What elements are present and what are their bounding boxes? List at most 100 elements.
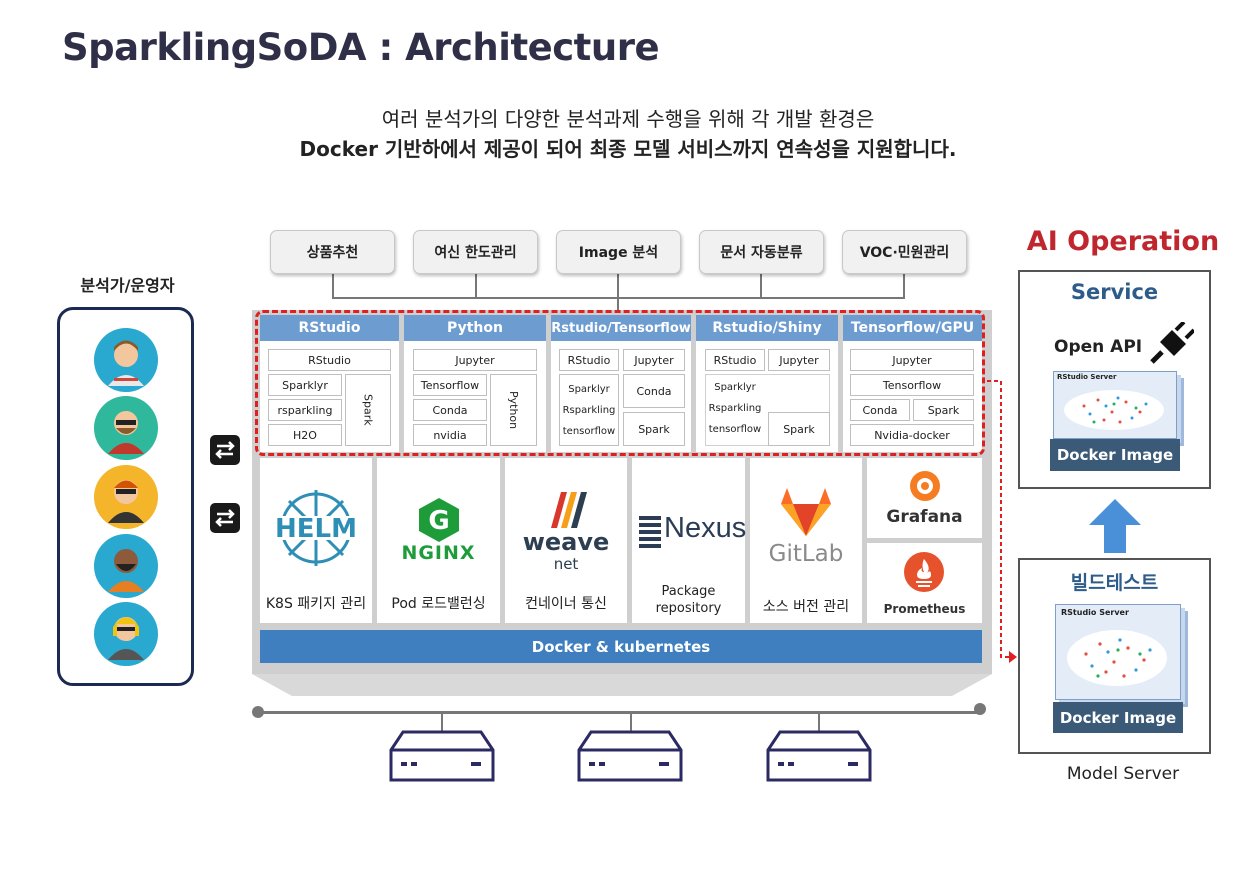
server-screen: RStudio Server (1053, 371, 1177, 439)
tool-jupyter: Jupyter (850, 349, 974, 371)
tool-python-label: Python (507, 390, 520, 430)
connector (760, 272, 762, 298)
deploy-arrow (987, 380, 1017, 663)
env-tensorflow-gpu: Tensorflow/GPU Jupyter Tensorflow Conda … (843, 315, 982, 452)
env-header: Tensorflow/GPU (843, 315, 982, 341)
tool-spark: Spark (768, 412, 830, 446)
env-header: Rstudio/Tensorflow (551, 315, 691, 341)
gitlab-card: GitLab 소스 버전 관리 (750, 458, 862, 623)
weave-logo: weave (522, 528, 610, 556)
tool-spark-label: Spark (361, 394, 375, 426)
tool-sparklyr: Sparklyr (568, 383, 610, 395)
tool-h2o: H2O (268, 424, 342, 446)
server-icon (389, 730, 495, 782)
helm-logo: HELM (275, 514, 357, 544)
grafana-card: Grafana (867, 458, 982, 538)
tool-stack: Sparklyr Rsparkling tensorflow (559, 374, 619, 446)
connector (475, 272, 477, 298)
network-node (252, 706, 264, 718)
tool-conda: Conda (623, 374, 685, 408)
server-connector (441, 713, 443, 733)
analyst-avatar[interactable] (94, 602, 158, 666)
tool-rstudio: RStudio (268, 349, 391, 371)
nginx-hexagon-icon: G (419, 498, 459, 542)
tool-sparklyr: Sparklyr (714, 382, 756, 393)
helm-wheel-icon (278, 490, 354, 566)
plug-icon (1150, 322, 1194, 364)
nginx-card: G NGINX Pod 로드밸런싱 (377, 458, 500, 623)
user-icon (108, 340, 144, 386)
grafana-icon (910, 471, 940, 501)
tool-jupyter: Jupyter (768, 349, 830, 371)
analyst-avatar[interactable] (94, 396, 158, 460)
gitlab-label: 소스 버전 관리 (762, 599, 850, 615)
user-icon (108, 549, 144, 592)
weave-label: 컨네이너 통신 (525, 596, 607, 612)
subtitle: 여러 분석가의 다양한 분석과제 수행을 위해 각 개발 환경은 Docker … (0, 104, 1256, 164)
user-icon (108, 617, 144, 660)
tool-python: Python (490, 374, 537, 446)
tool-nvidia: nvidia (413, 424, 487, 446)
tool-spark: Spark (623, 412, 685, 446)
gitlab-logo: GitLab (768, 541, 844, 567)
connector (332, 297, 905, 299)
nexus-label-1: Package (661, 584, 716, 599)
tool-nvidia-docker: Nvidia-docker (850, 424, 974, 446)
swap-icon[interactable] (210, 503, 240, 533)
env-rstudio-tensorflow: Rstudio/Tensorflow RStudio Jupyter Spark… (551, 315, 691, 452)
nginx-label: Pod 로드밸런싱 (391, 596, 486, 612)
server-screen-title: RStudio Server (1057, 373, 1117, 381)
swap-icon[interactable] (210, 435, 240, 465)
page-title: SparklingSoDA : Architecture (62, 26, 660, 69)
nginx-logo: NGINX (401, 542, 476, 564)
analyst-avatar[interactable] (94, 465, 158, 529)
env-header: Python (404, 315, 546, 341)
dev-env-highlight (255, 310, 985, 456)
tool-sparklyr: Sparklyr (268, 374, 342, 396)
tool-stack-text: Sparklyr Rsparkling tensorflow (708, 377, 762, 440)
tool-tensorflow: Tensorflow (413, 374, 487, 396)
tool-tensorflow: Tensorflow (850, 374, 974, 396)
tool-conda: Conda (850, 399, 910, 421)
promote-arrow-icon (1089, 499, 1141, 553)
connector (332, 272, 334, 298)
ai-operation-title: AI Operation (1026, 226, 1220, 257)
tool-jupyter: Jupyter (623, 349, 685, 371)
analyst-avatar[interactable] (94, 534, 158, 598)
weave-icon (551, 492, 587, 528)
connector (903, 272, 905, 298)
tool-rsparkling: Rsparkling (562, 404, 616, 416)
service-product-recommend[interactable]: 상품추천 (270, 230, 395, 274)
service-credit-limit[interactable]: 여신 한도관리 (413, 230, 538, 274)
prometheus-icon (904, 552, 944, 592)
server-icon (766, 730, 872, 782)
analyst-avatar[interactable] (94, 328, 158, 392)
nexus-card: Nexus Package repository (632, 458, 747, 623)
server-icon (577, 730, 683, 782)
tool-rstudio: RStudio (559, 349, 619, 371)
brain-network-icon (1067, 630, 1167, 686)
env-rstudio-shiny: Rstudio/Shiny RStudio Jupyter Sparklyr R… (696, 315, 838, 452)
service-voc[interactable]: VOC·민원관리 (842, 230, 967, 274)
nexus-logo: Nexus (664, 512, 747, 544)
service-title: Service (1070, 280, 1159, 304)
docker-kubernetes-bar: Docker & kubernetes (260, 630, 982, 663)
env-python: Python Jupyter Tensorflow Conda nvidia P… (404, 315, 546, 452)
service-doc-classify[interactable]: 문서 자동분류 (699, 230, 824, 274)
tool-jupyter: Jupyter (413, 349, 537, 371)
platform-base-shadow (252, 674, 992, 696)
helm-card: HELM K8S 패키지 관리 (260, 458, 372, 623)
nexus-bars-icon (639, 516, 661, 548)
helm-label: K8S 패키지 관리 (265, 596, 367, 612)
tool-spark: Spark (913, 399, 974, 421)
service-image-analysis[interactable]: Image 분석 (556, 230, 681, 274)
network-node (974, 703, 986, 715)
server-connector (818, 713, 820, 733)
subtitle-line-2: Docker 기반하에서 제공이 되어 최종 모델 서비스까지 연속성을 지원합… (299, 137, 957, 161)
weave-logo-net: net (553, 555, 579, 573)
env-header: Rstudio/Shiny (696, 315, 838, 341)
analysts-panel (57, 307, 194, 686)
service-panel: Service Open API RStudio Server Docker I… (1018, 270, 1211, 489)
env-header: RStudio (260, 315, 399, 341)
server-screen: RStudio Server (1055, 604, 1181, 700)
